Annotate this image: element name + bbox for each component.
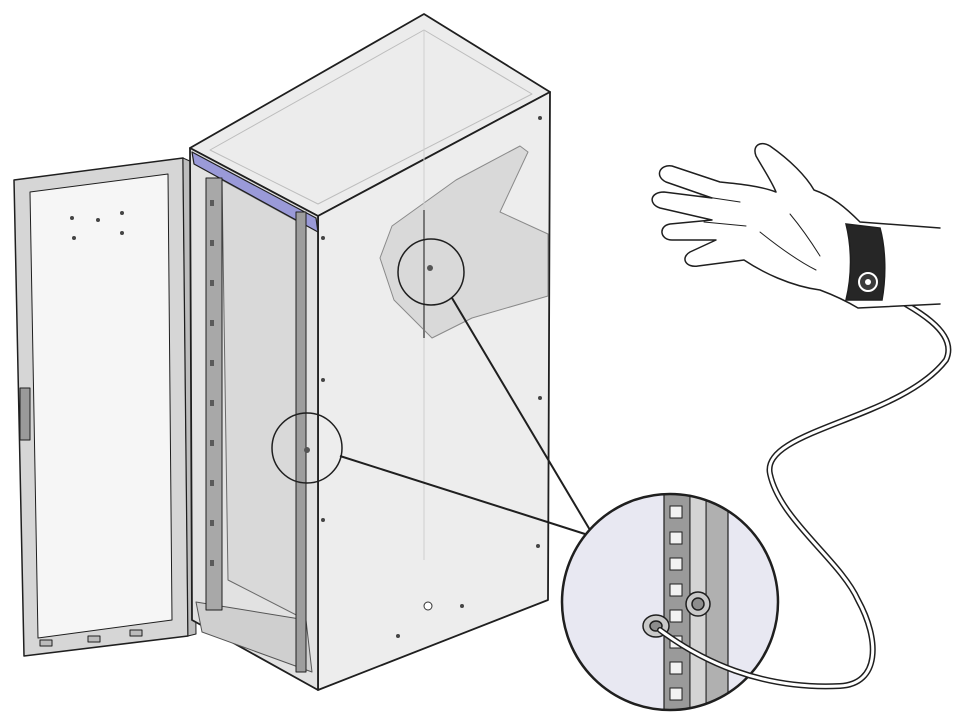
right-mounting-rail xyxy=(295,211,307,673)
leader-line-rail xyxy=(339,455,586,535)
finger-line-2 xyxy=(703,221,747,227)
top-accent-band xyxy=(191,151,319,233)
cabinet-top-inset xyxy=(209,29,533,205)
rack-cabinet xyxy=(189,13,551,691)
open-front-door xyxy=(13,157,197,657)
upper-grounding-point xyxy=(427,265,433,271)
door-handle xyxy=(19,387,31,441)
magnified-detail xyxy=(560,492,780,712)
rail-grounding-point xyxy=(304,447,310,453)
rail-callout-circle xyxy=(271,412,343,484)
side-panel-screws xyxy=(321,116,542,638)
grounding-cable-core xyxy=(658,284,950,688)
magnified-square-holes xyxy=(669,505,683,701)
door-bottom-feet xyxy=(39,629,143,647)
wrist-strap-icon xyxy=(845,223,886,301)
bottom-cable-hole xyxy=(423,601,433,611)
callouts xyxy=(271,238,591,535)
upper-callout-circle xyxy=(397,238,465,306)
door-vent-holes xyxy=(70,211,124,240)
grounding-screw-icon xyxy=(685,591,711,617)
hand-outline xyxy=(651,142,941,309)
cutaway-reveal xyxy=(379,145,549,339)
cabinet-floor xyxy=(195,601,313,673)
palm-crease-2 xyxy=(789,213,821,257)
rail-square-holes xyxy=(210,200,214,566)
magnifier-outline xyxy=(560,492,780,712)
hand-icon xyxy=(651,142,941,309)
cabinet-interior-back xyxy=(221,179,307,621)
door-glass-panel xyxy=(29,173,173,639)
leader-line-upper xyxy=(451,297,591,531)
finger-line-1 xyxy=(699,195,741,203)
palm-crease-1 xyxy=(759,231,817,271)
wrist-strap-snap-center xyxy=(865,279,871,285)
